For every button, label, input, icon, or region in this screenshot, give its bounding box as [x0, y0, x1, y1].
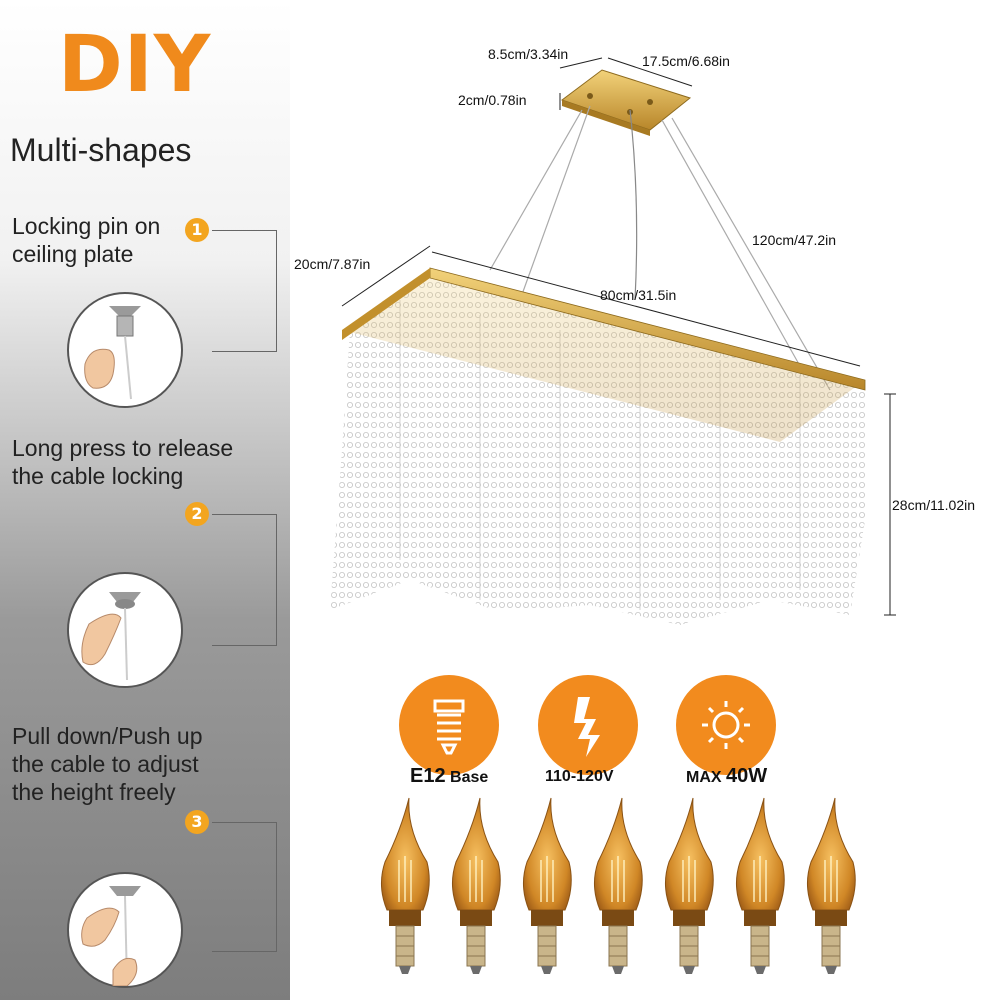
cable-length-label: 120cm/47.2in	[752, 232, 837, 248]
step-3-line-2: the cable to adjust	[12, 751, 199, 777]
step-1-text: Locking pin on ceiling plate	[12, 212, 160, 268]
base-spec-badge	[399, 675, 499, 775]
step-3-text: Pull down/Push up the cable to adjust th…	[12, 722, 203, 806]
base-type: E12	[410, 765, 446, 787]
voltage-spec-badge	[538, 675, 638, 775]
lightning-bolt-icon	[574, 697, 600, 757]
diy-title: DIY	[58, 20, 212, 110]
subtitle: Multi-shapes	[10, 132, 192, 168]
step-1-line-2: ceiling plate	[12, 241, 134, 267]
step-1-connector	[212, 230, 277, 352]
step-3-illustration	[67, 872, 183, 988]
sun-icon	[702, 701, 750, 749]
gold-top-frame	[342, 267, 866, 442]
hand-pull-icon	[81, 886, 141, 987]
body-length-label: 80cm/31.5in	[600, 287, 677, 303]
candle-bulb-icon	[594, 797, 643, 974]
step-2-line-2: the cable locking	[12, 463, 184, 489]
base-spec-label: E12 Base	[410, 765, 488, 788]
step-3-badge: 3	[185, 810, 209, 834]
step-2-text: Long press to release the cable locking	[12, 434, 233, 490]
bulb-base-icon	[433, 699, 465, 755]
step-2-connector	[212, 514, 277, 646]
wattage-value: 40W	[726, 765, 768, 787]
candle-bulb-icon	[807, 797, 856, 974]
step-3-line-1: Pull down/Push up	[12, 723, 203, 749]
candle-bulb-icon	[452, 797, 501, 974]
bulb-row	[381, 797, 856, 974]
voltage-spec-label: 110-120V	[545, 768, 614, 785]
hand-press-icon	[81, 592, 141, 681]
candle-bulb-icon	[665, 797, 714, 974]
hand-pin-icon	[84, 306, 141, 400]
ceiling-plate	[560, 69, 692, 136]
plate-height-label: 2cm/0.78in	[458, 92, 527, 108]
chandelier-diagram	[330, 57, 896, 625]
candle-bulb-icon	[381, 797, 430, 974]
body-depth-label: 20cm/7.87in	[294, 256, 371, 272]
base-word: Base	[450, 769, 489, 786]
step-1-badge: 1	[185, 218, 209, 242]
wattage-prefix: MAX	[686, 769, 722, 786]
wattage-spec-label: MAX 40W	[686, 765, 767, 788]
crystal-height-label: 28cm/11.02in	[892, 497, 976, 513]
step-2-line-1: Long press to release	[12, 435, 234, 461]
step-1-line-1: Locking pin on	[12, 213, 161, 239]
step-2-badge: 2	[185, 502, 209, 526]
dimension-lines	[341, 57, 896, 616]
instructions-sidebar: DIY Multi-shapes Locking pin on ceiling …	[0, 0, 290, 1000]
plate-length-label: 17.5cm/6.68in	[642, 53, 730, 69]
step-3-connector	[212, 822, 277, 952]
candle-bulb-icon	[736, 797, 785, 974]
wattage-spec-badge	[676, 675, 776, 775]
plate-depth-label: 8.5cm/3.34in	[488, 46, 569, 62]
step-1-illustration	[67, 292, 183, 408]
suspension-cables	[489, 105, 831, 391]
step-3-line-3: the height freely	[12, 779, 176, 805]
step-2-illustration	[67, 572, 183, 688]
candle-bulb-icon	[523, 797, 572, 974]
